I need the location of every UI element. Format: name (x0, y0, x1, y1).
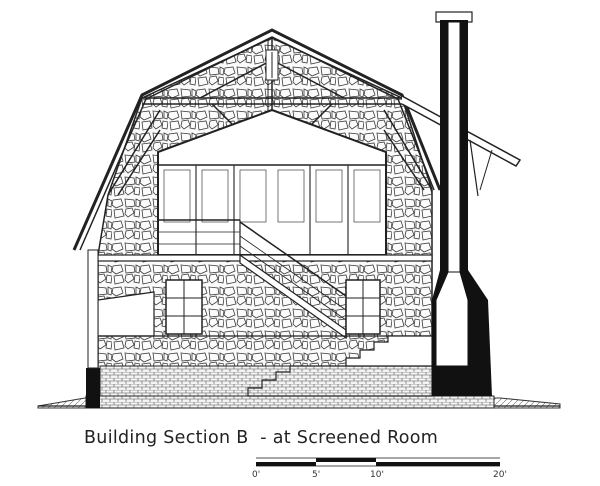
balcony-railing (158, 219, 241, 255)
scale-tick-0: 0' (252, 470, 261, 480)
screened-room (157, 108, 387, 256)
window-left (165, 279, 203, 335)
left-wall-edge (86, 368, 100, 408)
scale-tick-5: 5' (312, 470, 321, 480)
entry-steps (247, 335, 433, 397)
scale-bar (256, 457, 500, 467)
staircase (239, 221, 347, 340)
scale-tick-20: 20' (493, 470, 507, 480)
foundation-lower (85, 395, 495, 409)
chimney (432, 11, 492, 396)
window-right (345, 279, 381, 335)
side-opening (97, 291, 155, 337)
floor-beam (97, 254, 433, 262)
drawing-caption: Building Section B - at Screened Room (84, 428, 439, 448)
scale-tick-10: 10' (370, 470, 384, 480)
